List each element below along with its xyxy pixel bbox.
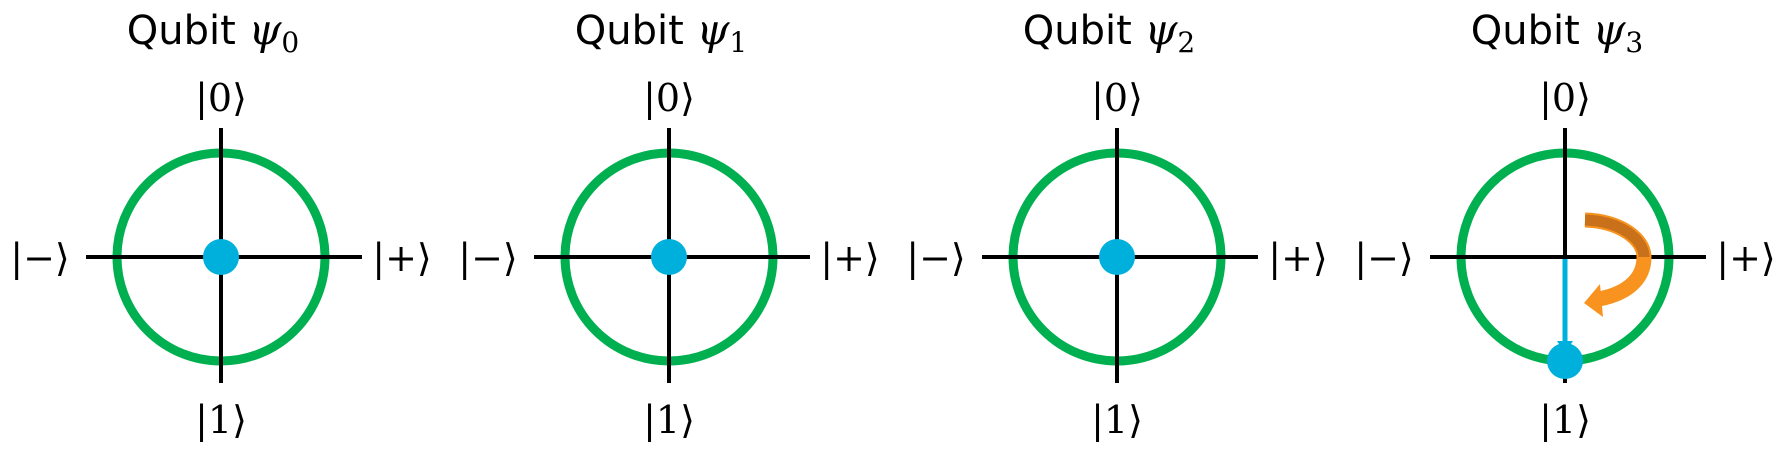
- label-ket-0: |0⟩: [1539, 76, 1591, 120]
- label-ket-1: |1⟩: [195, 398, 247, 442]
- label-ket-1: |1⟩: [1539, 398, 1591, 442]
- label-ket-plus: |+⟩: [1716, 236, 1775, 280]
- label-ket-minus: |−⟩: [458, 236, 517, 280]
- qubit-panel-0: Qubit ψ0 |0⟩ |1⟩ |−⟩ |+⟩: [10, 5, 431, 442]
- panel-title: Qubit ψ2: [1023, 5, 1196, 59]
- label-ket-minus: |−⟩: [10, 236, 69, 280]
- panel-title: Qubit ψ3: [1471, 5, 1644, 59]
- label-ket-minus: |−⟩: [1354, 236, 1413, 280]
- qubit-panel-1: Qubit ψ1 |0⟩ |1⟩ |−⟩ |+⟩: [458, 5, 879, 442]
- label-ket-1: |1⟩: [643, 398, 695, 442]
- label-ket-minus: |−⟩: [906, 236, 965, 280]
- state-dot: [1547, 343, 1583, 379]
- label-ket-0: |0⟩: [195, 76, 247, 120]
- label-ket-plus: |+⟩: [820, 236, 879, 280]
- state-dot: [203, 239, 239, 275]
- label-ket-0: |0⟩: [643, 76, 695, 120]
- label-ket-plus: |+⟩: [372, 236, 431, 280]
- panel-title: Qubit ψ0: [127, 5, 300, 59]
- label-ket-1: |1⟩: [1091, 398, 1143, 442]
- label-ket-plus: |+⟩: [1268, 236, 1327, 280]
- state-dot: [651, 239, 687, 275]
- state-vector-arrow: [1557, 259, 1573, 353]
- rotation-arrow-icon: [1584, 212, 1652, 317]
- qubit-panel-3: Qubit ψ3 |0⟩ |1⟩ |−⟩ |+⟩: [1354, 5, 1775, 442]
- label-ket-0: |0⟩: [1091, 76, 1143, 120]
- state-dot: [1099, 239, 1135, 275]
- panel-title: Qubit ψ1: [575, 5, 748, 59]
- qubit-panel-2: Qubit ψ2 |0⟩ |1⟩ |−⟩ |+⟩: [906, 5, 1327, 442]
